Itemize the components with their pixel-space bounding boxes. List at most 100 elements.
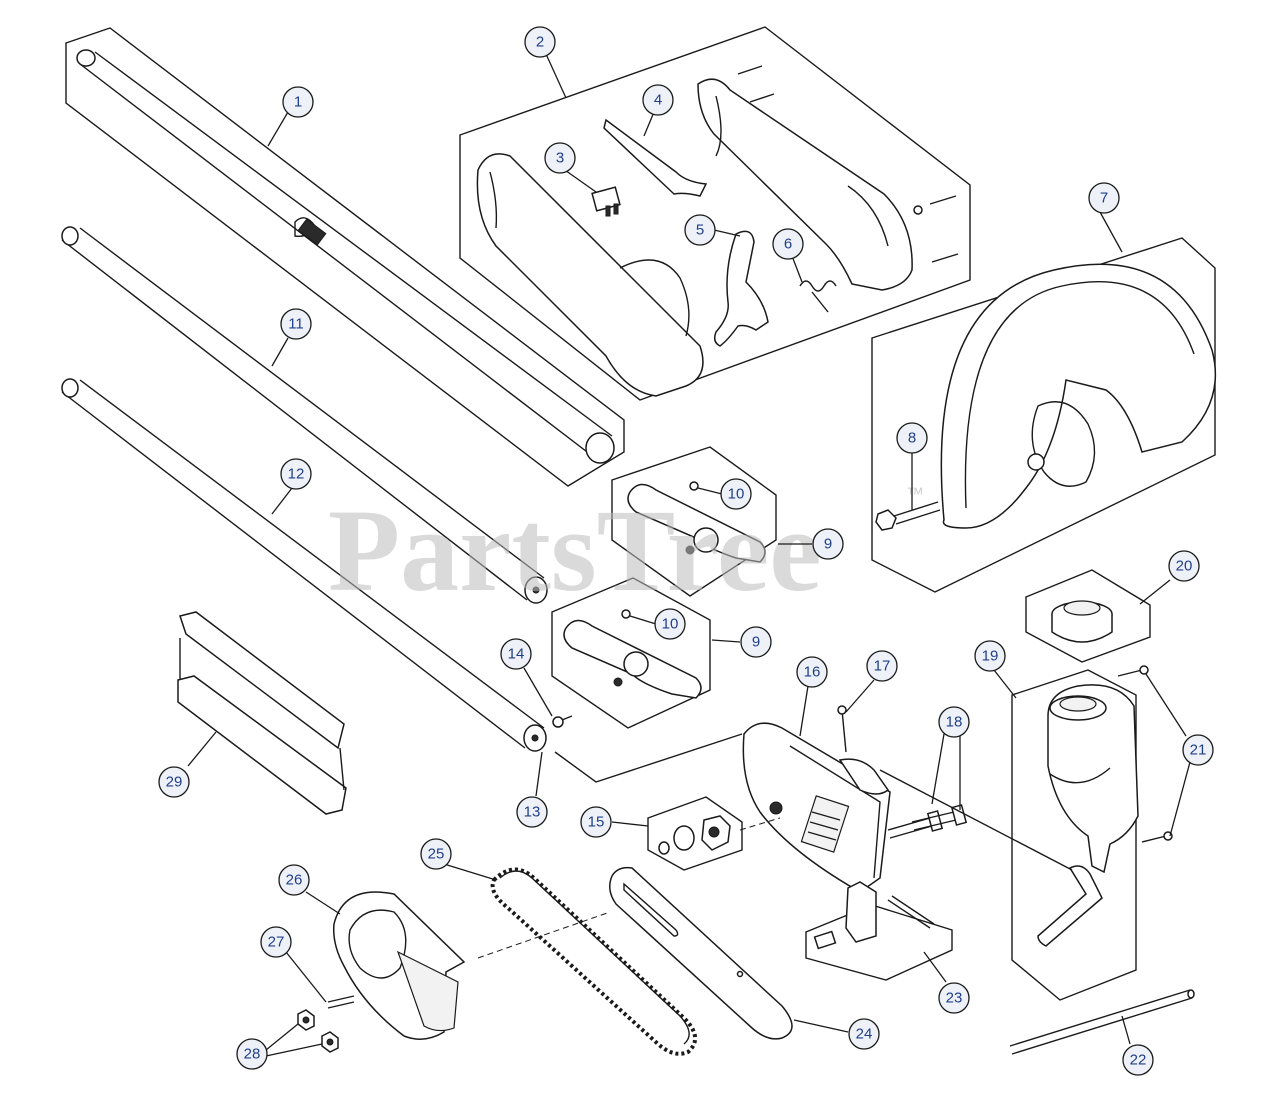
saw-chain-part-25 — [490, 867, 697, 1056]
middle-shaft-part-11 — [61, 226, 548, 604]
assist-handle-part-7 — [940, 263, 1217, 529]
callout-9-lower: 9 — [740, 626, 772, 658]
svg-text:28: 28 — [244, 1046, 261, 1063]
spring-part-6 — [799, 280, 837, 313]
callout-10-lower: 10 — [654, 608, 686, 640]
svg-text:7: 7 — [1100, 190, 1108, 207]
svg-text:26: 26 — [286, 872, 303, 889]
box-cap-20 — [1025, 569, 1151, 663]
svg-text:9: 9 — [824, 536, 832, 553]
callout-5: 5 — [684, 214, 716, 246]
box-handle-group-2 — [459, 26, 971, 401]
watermark-text: PartsTree — [328, 485, 822, 616]
callout-10-upper: 10 — [720, 478, 752, 510]
svg-text:27: 27 — [268, 934, 285, 951]
sprocket-cover-part-26 — [332, 891, 466, 1040]
svg-text:9: 9 — [752, 634, 760, 651]
handle-housing-right — [697, 78, 913, 291]
callout-17: 17 — [866, 650, 898, 682]
sprocket-part-15 — [658, 815, 731, 855]
callout-6: 6 — [772, 228, 804, 260]
gearhead-part-16 — [742, 722, 891, 893]
callout-9-upper: 9 — [812, 528, 844, 560]
oil-cap-part-20 — [1051, 600, 1113, 643]
svg-text:16: 16 — [804, 664, 821, 681]
screws-part-21 — [1117, 665, 1173, 843]
svg-text:10: 10 — [728, 486, 745, 503]
trigger-part-5 — [713, 230, 769, 347]
callout-14: 14 — [500, 638, 532, 670]
callout-16: 16 — [796, 656, 828, 688]
box-tank-19 — [1011, 669, 1137, 1001]
lockout-part-4 — [603, 118, 708, 197]
svg-text:21: 21 — [1190, 742, 1207, 759]
box-shaft-1 — [65, 27, 625, 487]
callout-28: 28 — [236, 1038, 268, 1070]
tensioner-hardware-part-23 — [813, 881, 935, 950]
svg-text:18: 18 — [946, 714, 963, 731]
box-handle-7 — [871, 237, 1216, 593]
callout-8: 8 — [896, 422, 928, 454]
svg-text:29: 29 — [166, 774, 183, 791]
svg-text:11: 11 — [288, 316, 304, 333]
svg-text:2: 2 — [536, 34, 544, 51]
chain-alignment-line — [477, 911, 611, 959]
shaft-clamp-lower-9 — [563, 609, 702, 699]
svg-text:20: 20 — [1176, 558, 1193, 575]
callout-22: 22 — [1122, 1044, 1154, 1076]
watermark-trademark: ™ — [906, 484, 924, 504]
svg-text:10: 10 — [662, 616, 679, 633]
callout-23: 23 — [938, 982, 970, 1014]
box-sprocket-15 — [647, 796, 743, 871]
svg-text:12: 12 — [288, 466, 305, 483]
shaft-clamp-upper-9 — [627, 481, 766, 563]
screws-part-18 — [887, 804, 968, 839]
callout-25: 25 — [420, 838, 452, 870]
svg-text:24: 24 — [856, 1026, 873, 1043]
guide-bar-part-24 — [609, 866, 793, 1040]
box-clamp-9a — [611, 446, 777, 597]
svg-text:23: 23 — [946, 990, 963, 1007]
callout-19: 19 — [974, 640, 1006, 672]
callout-15: 15 — [580, 806, 612, 838]
svg-text:6: 6 — [784, 236, 792, 253]
callout-21: 21 — [1182, 734, 1214, 766]
callout-11: 11 — [280, 308, 312, 340]
svg-text:4: 4 — [654, 92, 662, 109]
box-clamp-9b — [551, 577, 711, 729]
svg-text:1: 1 — [294, 94, 302, 111]
screw-part-14 — [552, 715, 573, 728]
callout-20: 20 — [1168, 550, 1200, 582]
svg-text:14: 14 — [508, 646, 525, 663]
callout-13: 13 — [516, 796, 548, 828]
oil-tank-part-19 — [1047, 684, 1139, 874]
svg-text:8: 8 — [908, 430, 916, 447]
screw-part-27 — [327, 995, 355, 1009]
nuts-part-28 — [297, 1009, 339, 1053]
callout-27: 27 — [260, 926, 292, 958]
callout-29: 29 — [158, 766, 190, 798]
callout-26: 26 — [278, 864, 310, 896]
callout-1: 1 — [282, 86, 314, 118]
rod-part-22 — [1009, 989, 1195, 1055]
switch-part-3 — [591, 186, 621, 217]
upper-shaft-part-1 — [76, 49, 615, 464]
svg-text:15: 15 — [588, 814, 605, 831]
svg-text:22: 22 — [1130, 1052, 1147, 1069]
svg-text:13: 13 — [524, 804, 541, 821]
oil-tube-fitting — [1037, 865, 1103, 947]
svg-text:17: 17 — [874, 658, 891, 675]
callout-3: 3 — [544, 142, 576, 174]
scabbard-part-29 — [177, 611, 347, 815]
svg-text:5: 5 — [696, 222, 704, 239]
bolt-part-8 — [875, 501, 941, 531]
callout-2: 2 — [524, 26, 556, 58]
svg-text:19: 19 — [982, 648, 999, 665]
callout-18: 18 — [938, 706, 970, 738]
assembly-line-shaft-head — [554, 733, 743, 783]
screw-part-17 — [837, 705, 847, 753]
callout-4: 4 — [642, 84, 674, 116]
leader-lines — [187, 53, 1191, 1057]
lower-shaft-part-12 — [61, 378, 547, 752]
